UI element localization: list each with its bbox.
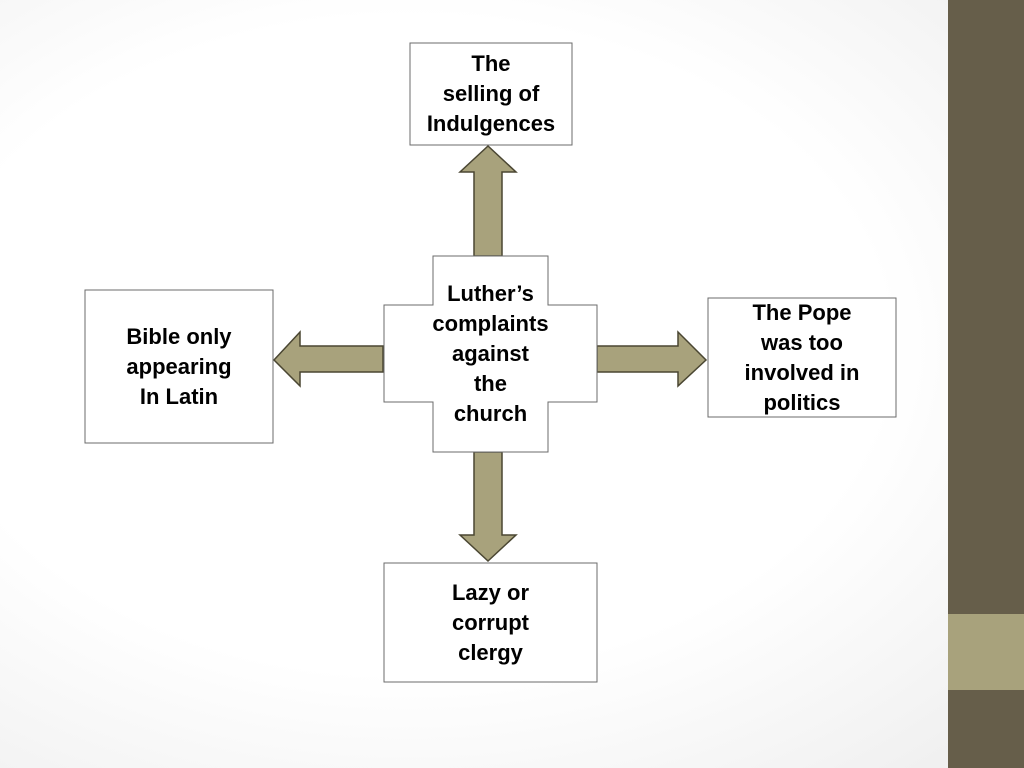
right-box <box>707 297 897 418</box>
center-label: Luther’s complaints against the church <box>432 281 549 426</box>
left-box-label: Bible only appearing In Latin <box>126 323 232 409</box>
sidebar-accent-band <box>948 614 1024 690</box>
arrow-left <box>272 330 384 388</box>
arrow-down <box>458 451 518 563</box>
left-box <box>84 289 274 444</box>
slide-background: Luther’s complaints against the church T… <box>84 42 897 683</box>
arrow-right <box>596 330 708 388</box>
arrow-up <box>458 144 518 257</box>
cause-diagram <box>84 42 897 683</box>
top-box <box>409 42 573 146</box>
center-cross-shape <box>383 255 598 453</box>
bottom-box-label: Lazy or corrupt clergy <box>451 579 530 665</box>
top-box-label: The selling of Indulgences <box>426 51 556 136</box>
right-box-label: The Pope was too involved in politics <box>744 299 860 415</box>
sidebar-decoration <box>948 0 1024 768</box>
bottom-box <box>383 562 598 683</box>
